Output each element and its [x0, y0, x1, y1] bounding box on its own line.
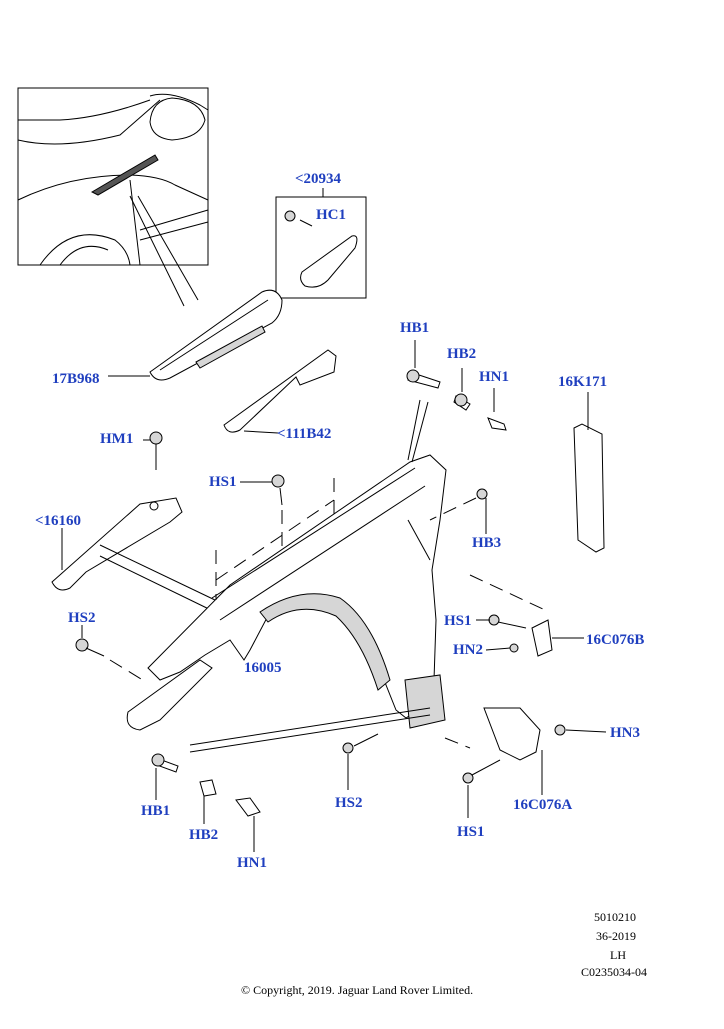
label-hs1-top: HS1	[209, 474, 237, 490]
kit-box-20934	[275, 188, 367, 299]
label-hs1-right: HS1	[444, 613, 472, 629]
diagram-side: LH	[610, 948, 626, 962]
fender-16005	[126, 399, 447, 731]
label-16005: 16005	[244, 660, 282, 676]
screw-hs2-left	[75, 625, 147, 683]
copyright-text: © Copyright, 2019. Jaguar Land Rover Lim…	[241, 983, 474, 997]
label-16160: <16160	[35, 513, 82, 529]
pad-111b42	[223, 349, 337, 434]
vehicle-inset-view	[17, 87, 209, 266]
label-hb2-top: HB2	[447, 346, 477, 362]
bracket-16160	[51, 497, 216, 613]
diagram-code-2: 36-2019	[596, 929, 636, 943]
seal-16k171	[573, 392, 605, 553]
label-20934: <20934	[295, 171, 342, 187]
screw-hs1-top	[240, 474, 285, 560]
label-hs1-bottom: HS1	[457, 824, 485, 840]
label-17b968: 17B968	[52, 371, 100, 387]
bracket-16c076b	[469, 574, 584, 657]
label-hb1-bottom: HB1	[141, 803, 171, 819]
label-16c076a: 16C076A	[513, 797, 573, 813]
diagram-code-3: C0235034-04	[581, 965, 647, 979]
label-16c076b: 16C076B	[586, 632, 645, 648]
label-16k171: 16K171	[558, 374, 608, 390]
fasteners-bottom	[151, 707, 431, 852]
label-hs2-bottom: HS2	[335, 795, 363, 811]
label-hn3: HN3	[610, 725, 640, 741]
label-hc1: HC1	[316, 207, 346, 223]
label-hm1: HM1	[100, 431, 134, 447]
label-hn1-bottom: HN1	[237, 855, 267, 871]
vent-trim-17b968	[108, 289, 283, 381]
bolt-hb3	[429, 488, 488, 534]
label-hb1-top: HB1	[400, 320, 430, 336]
diagram-code-1: 5010210	[594, 910, 636, 924]
bracket-16c076a	[444, 707, 607, 818]
label-hn2: HN2	[453, 642, 483, 658]
label-hb3: HB3	[472, 535, 502, 551]
label-hb2-bottom: HB2	[189, 827, 219, 843]
label-111b42: <111B42	[277, 426, 332, 442]
label-hs2-left: HS2	[68, 610, 96, 626]
fasteners-top	[406, 340, 507, 431]
screw-hm1	[143, 431, 163, 470]
label-hn1-top: HN1	[479, 369, 509, 385]
screw-hs2-bottom	[342, 733, 379, 790]
